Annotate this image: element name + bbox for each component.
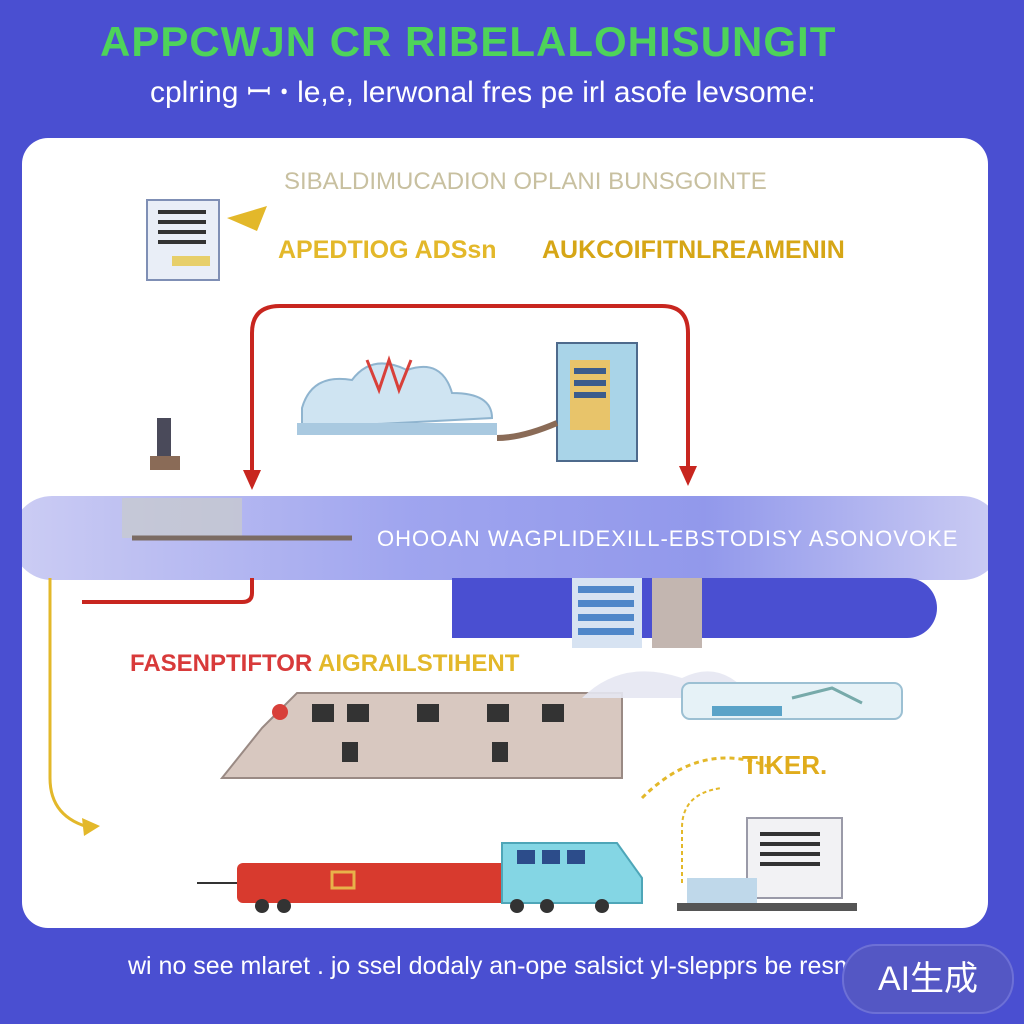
server-box-icon (556, 342, 638, 462)
small-label: TIKER. (742, 750, 828, 780)
shelf-icon (572, 578, 702, 648)
factory-icon (219, 671, 752, 779)
red-loop-arrow (82, 304, 690, 604)
station-icon (677, 817, 857, 911)
mid-label-red: FASENPTIFTOR (130, 650, 313, 677)
cloud-icon (297, 355, 497, 435)
crane-icon (122, 418, 352, 541)
device-panel-icon (681, 682, 903, 720)
top-label: SIBALDIMUCADION OPLANI BUNSGOINTE (284, 168, 767, 195)
diagram-panel: SIBALDIMUCADION OPLANI BUNSGOINTE APEDTI… (22, 138, 988, 928)
band-label: OHOOAN WAGPLIDEXILL-EBSTODISY ASONOVOKE (377, 526, 959, 551)
conveyor-arm (496, 420, 559, 441)
train-icon (197, 842, 643, 913)
diagram-illustration (48, 199, 903, 913)
mid-label-gold: AIGRAILSTIHENT (318, 650, 520, 677)
page-title: APPCWJN CR RIBELALOHISUNGIT (100, 18, 837, 65)
ai-generated-badge: AI生成 (842, 944, 1014, 1014)
gold-loop-arrow (48, 578, 93, 830)
mid-label: FASENPTIFTOR AIGRAILSTIHENT (130, 650, 519, 678)
gold-connector-2 (681, 787, 723, 883)
left-label: APEDTIOG ADSsn (278, 236, 497, 264)
footer-text: wi no see mlaret . jo ssel dodaly an-ope… (128, 952, 890, 980)
right-label: AUKCOIFITNLREAMENIN (542, 236, 845, 264)
gold-connector (640, 756, 773, 800)
gold-arrowhead (82, 818, 100, 836)
document-icon (146, 199, 267, 281)
page-subtitle: cplring ꟷ ꞏ le,e, lerwonal fres pe irl a… (150, 76, 816, 109)
